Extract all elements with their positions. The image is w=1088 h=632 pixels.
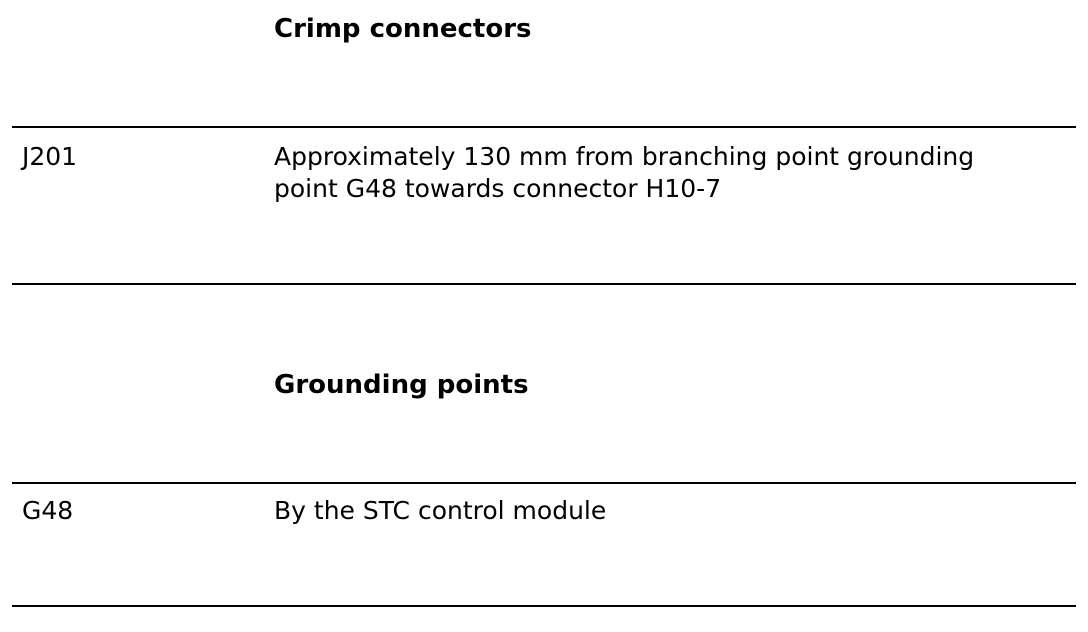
- row-description-line: point G48 towards connector H10-7: [274, 174, 722, 203]
- row-description-line: By the STC control module: [274, 496, 607, 525]
- section-heading-grounding-points: Grounding points: [274, 370, 529, 400]
- table-rule: [12, 482, 1076, 484]
- section-heading-crimp-connectors: Crimp connectors: [274, 14, 532, 44]
- table-rule: [12, 126, 1076, 128]
- row-description: By the STC control module: [274, 495, 1074, 527]
- table-rule: [12, 283, 1076, 285]
- row-code: J201: [22, 142, 78, 171]
- row-code: G48: [22, 496, 74, 525]
- table-rule: [12, 605, 1076, 607]
- row-description-line: Approximately 130 mm from branching poin…: [274, 142, 975, 171]
- row-description: Approximately 130 mm from branching poin…: [274, 141, 1074, 205]
